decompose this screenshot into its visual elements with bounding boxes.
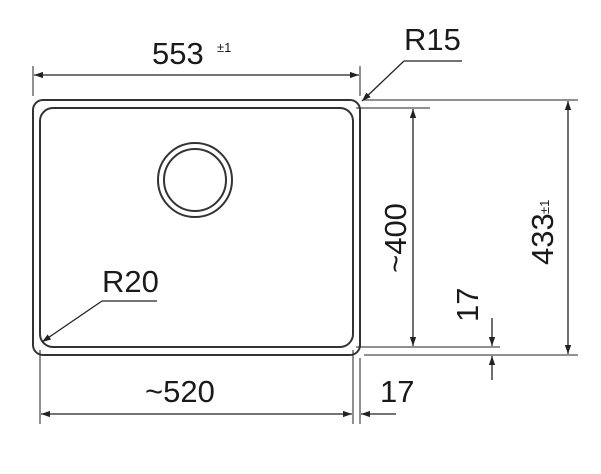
overall-height-label: 433 (525, 213, 560, 265)
drain-hole-outer (157, 142, 233, 218)
drain-hole-inner (163, 148, 227, 212)
rim-right-label: 17 (380, 374, 414, 409)
overall-height-tolerance: ±1 (537, 200, 552, 214)
r15-label: R15 (404, 22, 461, 57)
inner-width-label: ~520 (145, 374, 215, 409)
sink-outer-outline (32, 99, 361, 356)
r20-leader-arrow (41, 300, 103, 343)
sink-inner-outline (39, 107, 354, 348)
overall-width-label: 553 (152, 36, 204, 71)
overall-width-tolerance: ±1 (217, 40, 231, 55)
r20-label: R20 (102, 264, 159, 299)
inner-height-label: ~400 (378, 203, 413, 273)
rim-bottom-label: 17 (450, 288, 485, 322)
r15-leader-arrow (361, 60, 405, 102)
